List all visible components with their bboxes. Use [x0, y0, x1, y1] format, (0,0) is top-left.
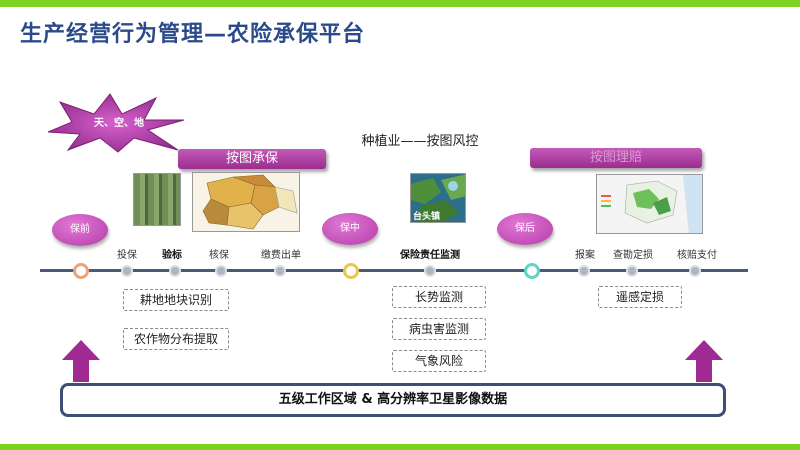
phase-node-mid	[343, 263, 359, 279]
process-timeline	[40, 269, 748, 272]
phase-node-pre	[73, 263, 89, 279]
capability-box: 长势监测	[392, 286, 486, 308]
timeline-node	[626, 265, 638, 277]
timeline-node	[215, 265, 227, 277]
plot-map-thumbnail	[192, 172, 300, 232]
up-arrow-left-icon	[62, 340, 100, 382]
up-arrow-right-icon	[685, 340, 723, 382]
phase-bubble-pre: 保前	[52, 214, 108, 246]
underwriting-by-map-header: 按图承保	[178, 149, 326, 169]
town-satellite-thumbnail	[410, 173, 466, 223]
bottom-accent-bar	[0, 444, 800, 450]
capability-box: 病虫害监测	[392, 318, 486, 340]
capability-box: 农作物分布提取	[123, 328, 229, 350]
starburst-shape	[47, 93, 185, 153]
step-label-underwrite: 核保	[209, 250, 229, 261]
timeline-node	[689, 265, 701, 277]
step-label-liability-monitoring: 保险责任监测	[400, 250, 460, 261]
step-label-inspect: 验标	[162, 250, 182, 261]
page-title: 生产经营行为管理—农险承保平台	[20, 22, 366, 47]
capability-box: 气象风险	[392, 350, 486, 372]
risk-control-title: 种植业——按图风控	[361, 134, 479, 149]
step-label-settle: 核赔支付	[677, 250, 717, 261]
step-label-assess: 查勘定损	[613, 250, 653, 261]
step-label-report: 报案	[575, 250, 595, 261]
phase-node-post	[524, 263, 540, 279]
timeline-node	[274, 265, 286, 277]
timeline-node	[578, 265, 590, 277]
claims-map-thumbnail	[596, 174, 703, 234]
starburst-label: 天、空、地	[94, 118, 144, 129]
step-label-payment: 缴费出单	[261, 250, 301, 261]
timeline-node	[424, 265, 436, 277]
phase-bubble-post: 保后	[497, 213, 553, 245]
phase-bubble-mid: 保中	[322, 213, 378, 245]
top-accent-bar	[0, 0, 800, 7]
data-foundation-box: 五级工作区域 & 高分辨率卫星影像数据	[60, 383, 726, 417]
claims-by-map-header: 按图理赔	[530, 148, 702, 168]
timeline-node	[169, 265, 181, 277]
capability-box: 耕地地块识别	[123, 289, 229, 311]
step-label-apply: 投保	[117, 250, 137, 261]
town-label: 台头镇	[413, 212, 441, 222]
timeline-node	[121, 265, 133, 277]
capability-box: 遥感定损	[598, 286, 682, 308]
farmland-satellite-thumbnail	[133, 173, 181, 226]
